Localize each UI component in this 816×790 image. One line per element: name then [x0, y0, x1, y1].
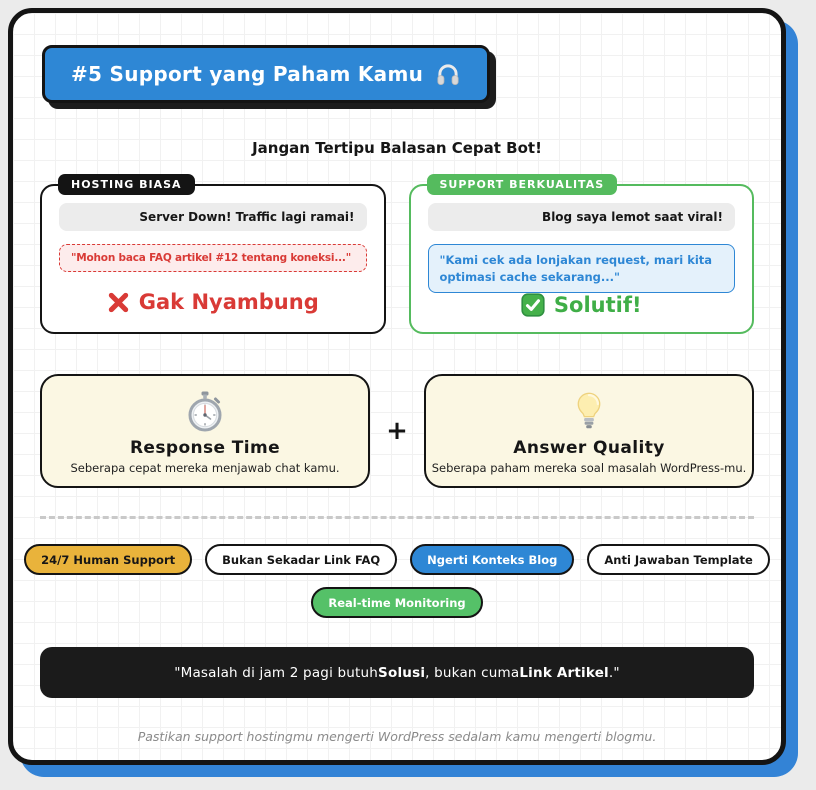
- badge-blog-context: Ngerti Konteks Blog: [410, 544, 575, 575]
- content-area: #5 Support yang Paham Kamu Jangan Tertip…: [13, 13, 781, 744]
- bad-verdict: Gak Nyambung: [59, 290, 367, 314]
- subtitle: Jangan Tertipu Balasan Cepat Bot!: [252, 139, 542, 157]
- response-time-card: Response Time Seberapa cepat mereka menj…: [40, 374, 370, 488]
- banner-text-segment: "Masalah di jam 2 pagi butuh: [174, 664, 379, 681]
- customer-message-bubble: Blog saya lemot saat viral!: [427, 203, 735, 231]
- badge-anti-template: Anti Jawaban Template: [587, 544, 770, 575]
- title-card: #5 Support yang Paham Kamu: [42, 45, 491, 103]
- stopwatch-icon: [186, 391, 224, 432]
- dashed-divider: [40, 516, 754, 519]
- good-support-card: SUPPORT BERKUALITAS Blog saya lemot saat…: [408, 174, 754, 334]
- comparison-row: HOSTING BIASA Server Down! Traffic lagi …: [40, 174, 754, 334]
- bad-card-label: HOSTING BIASA: [58, 174, 195, 195]
- bad-support-card: HOSTING BIASA Server Down! Traffic lagi …: [40, 174, 386, 334]
- metric-title: Answer Quality: [513, 438, 665, 458]
- customer-message-bubble: Server Down! Traffic lagi ramai!: [59, 203, 367, 231]
- good-verdict: Solutif!: [428, 293, 736, 317]
- good-card-label: SUPPORT BERKUALITAS: [426, 174, 618, 195]
- metric-description: Seberapa cepat mereka menjawab chat kamu…: [70, 461, 340, 475]
- headphones-icon: [435, 61, 461, 87]
- footer-note: Pastikan support hostingmu mengerti Word…: [137, 729, 657, 744]
- badge-no-link-faq: Bukan Sekadar Link FAQ: [205, 544, 398, 575]
- answer-quality-card: Answer Quality Seberapa paham mereka soa…: [424, 374, 754, 488]
- banner-bold-solusi: Solusi: [378, 664, 426, 681]
- lightbulb-icon: [575, 391, 603, 432]
- metric-description: Seberapa paham mereka soal masalah WordP…: [431, 461, 747, 475]
- badge-human-support: 24/7 Human Support: [24, 544, 193, 575]
- banner-text-segment: , bukan cuma: [425, 664, 520, 681]
- page-title: #5 Support yang Paham Kamu: [71, 62, 424, 86]
- badge-realtime-monitoring: Real-time Monitoring: [311, 587, 483, 618]
- metrics-row: Response Time Seberapa cepat mereka menj…: [40, 374, 754, 488]
- badges-row-2: Real-time Monitoring: [40, 587, 754, 618]
- x-icon: [107, 291, 130, 314]
- banner-text-segment: .": [608, 664, 620, 681]
- badges-row-1: 24/7 Human Support Bukan Sekadar Link FA…: [24, 544, 770, 575]
- plus-sign: +: [386, 416, 408, 446]
- check-icon: [521, 293, 545, 317]
- quote-banner: "Masalah di jam 2 pagi butuh Solusi, buk…: [40, 647, 754, 698]
- metric-title: Response Time: [129, 438, 281, 458]
- support-reply-bubble: "Mohon baca FAQ artikel #12 tentang kone…: [59, 244, 367, 272]
- banner-bold-link-artikel: Link Artikel: [519, 664, 609, 681]
- bad-verdict-label: Gak Nyambung: [138, 290, 319, 314]
- good-verdict-label: Solutif!: [553, 293, 642, 318]
- infographic-frame: #5 Support yang Paham Kamu Jangan Tertip…: [8, 8, 786, 765]
- support-reply-bubble: "Kami cek ada lonjakan request, mari kit…: [427, 244, 735, 294]
